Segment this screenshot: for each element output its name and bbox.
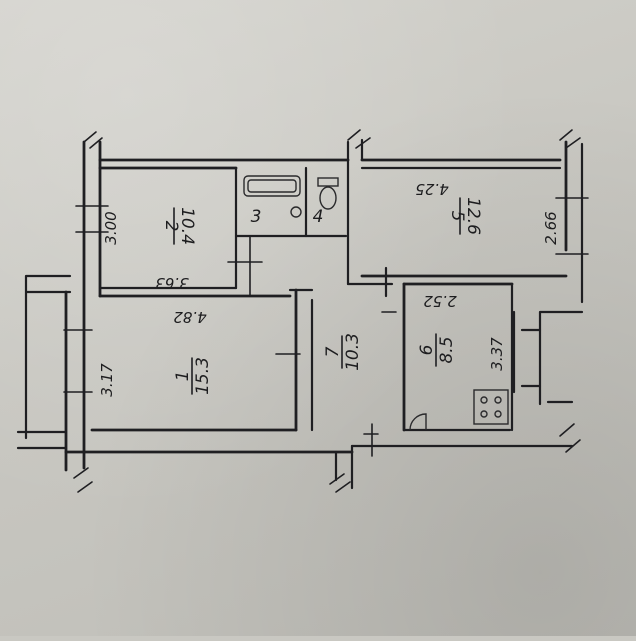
interior-walls [98, 166, 568, 457]
room-4-number: 4 [313, 207, 324, 227]
bathtub-icon [243, 175, 301, 197]
outer-walls [16, 129, 589, 493]
room-5-area: 12.6 [463, 197, 483, 235]
stove-icon [473, 389, 509, 425]
room-6-top-dimension: 2.52 [423, 292, 456, 310]
room-2-side-dimension: 3.00 [102, 211, 120, 244]
room-7-number: 7 [323, 346, 343, 357]
door-swing-icon [409, 413, 427, 431]
room-1-side-dimension: 3.17 [98, 363, 116, 397]
room-1-number: 1 [173, 371, 193, 382]
room-4: 4 [313, 207, 324, 227]
room-1: 4.82 1 15.3 3.17 [98, 308, 213, 397]
washbasin-icon [290, 206, 302, 218]
room-6-number: 6 [417, 344, 437, 355]
room-7: 7 10.3 [323, 333, 363, 371]
room-2-bottom-dimension: 3.63 [155, 274, 188, 292]
room-3: 3 [251, 207, 262, 227]
room-2: 2 10.4 3.00 3.63 [102, 207, 197, 292]
toilet-icon [317, 177, 339, 210]
room-5-side-dimension: 2.66 [542, 211, 560, 244]
room-2-area: 10.4 [177, 207, 197, 245]
room-5-number: 5 [447, 211, 467, 222]
room-6-area: 8.5 [437, 336, 457, 363]
fixtures [243, 175, 509, 431]
room-6-side-dimension: 3.37 [488, 337, 506, 371]
room-3-number: 3 [251, 207, 262, 227]
room-5-top-dimension: 4.25 [415, 180, 448, 198]
room-1-top-dimension: 4.82 [173, 308, 206, 326]
room-1-area: 15.3 [193, 357, 213, 395]
room-2-number: 2 [161, 221, 181, 232]
room-6: 2.52 6 8.5 3.37 [417, 292, 506, 371]
room-5: 4.25 5 12.6 2.66 [415, 180, 560, 245]
room-7-area: 10.3 [343, 333, 363, 371]
